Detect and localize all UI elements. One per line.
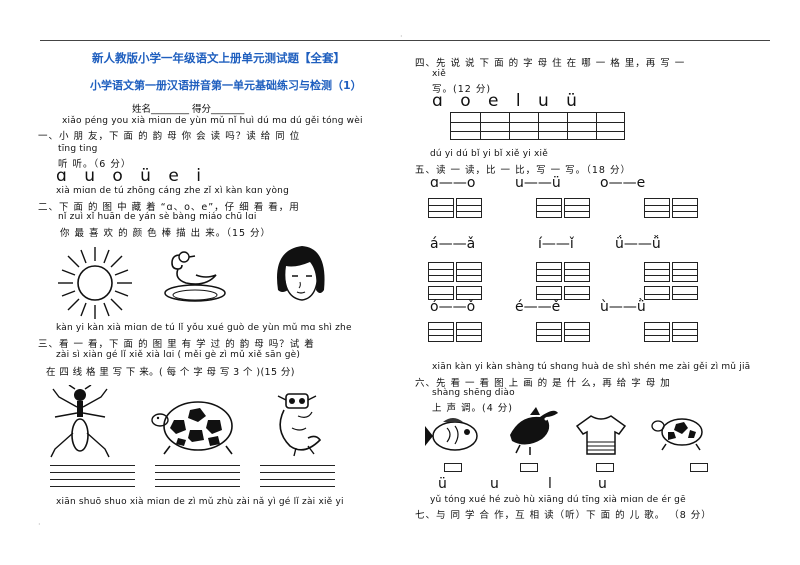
q5-pair: á——ǎ (430, 236, 476, 252)
write-line[interactable] (155, 486, 240, 487)
write-box[interactable] (672, 262, 698, 282)
q5-pair: ù——ǜ (600, 299, 646, 315)
q5-text: 五、读 一 读，比 一 比，写 一 写。（18 分） (415, 165, 631, 176)
write-box[interactable] (672, 198, 698, 218)
q4-letters: ɑ o e l u ü (432, 91, 583, 111)
q2-text-2: 你 最 喜 欢 的 颜 色 棒 描 出 来。（15 分） (60, 228, 272, 239)
bird-picture (277, 393, 322, 457)
write-box[interactable] (456, 198, 482, 218)
girl-face-picture (277, 246, 325, 301)
write-box[interactable] (564, 262, 590, 282)
write-box[interactable] (536, 198, 562, 218)
four-line-grid[interactable] (450, 112, 625, 140)
write-box[interactable] (428, 262, 454, 282)
q1-letters: ɑ u o ü e i (56, 166, 207, 186)
small-turtle-picture (651, 418, 703, 451)
write-box[interactable] (428, 322, 454, 342)
write-box[interactable] (564, 198, 590, 218)
q6-text-2: 上 声 调。(4 分) (432, 403, 514, 414)
q5-pair: o——e (600, 175, 646, 191)
write-box[interactable] (536, 262, 562, 282)
q4-pinyin-2: xiě (432, 69, 446, 79)
write-line[interactable] (260, 465, 335, 466)
q6-letter: l (548, 476, 552, 492)
write-box[interactable] (456, 286, 482, 300)
page-title: 新人教版小学一年级语文上册单元测试题【全套】 (92, 51, 345, 65)
write-box[interactable] (564, 286, 590, 300)
page-subtitle: 小学语文第一册汉语拼音第一单元基础练习与检测（1） (90, 79, 362, 92)
q5-pair: ǘ——ǚ (615, 236, 661, 252)
write-line[interactable] (260, 479, 335, 480)
tone-box[interactable] (520, 463, 538, 472)
q1-pinyin: xiǎo péng you xià miɑn de yùn mǔ nǐ huì … (62, 116, 363, 126)
q6-letter: u (598, 476, 607, 492)
write-box[interactable] (564, 322, 590, 342)
q5-pair: é——ě (515, 299, 561, 315)
write-box[interactable] (672, 286, 698, 300)
q7-text: 七、与 同 学 合 作，互 相 读（听）下 面 的 儿 歌。 （8 分） (415, 510, 712, 521)
q5-pair: í——ǐ (538, 236, 574, 252)
q6-text: 六、先 看 一 看 图 上 画 的 是 什 么，再 给 字 母 加 (415, 378, 671, 389)
write-box[interactable] (644, 262, 670, 282)
write-box[interactable] (644, 286, 670, 300)
q5-pair: ó——ǒ (430, 299, 476, 315)
q1-text-2: 听 听。（6 分） (58, 159, 132, 170)
ant-picture (50, 385, 110, 458)
q2-pinyin: xià miɑn de tú zhōng cáng zhe zǐ xì kàn … (56, 186, 289, 196)
tone-box[interactable] (690, 463, 708, 472)
q6-letter: u (490, 476, 499, 492)
q4-text-2: 写。(12 分) (432, 84, 492, 95)
write-box[interactable] (536, 322, 562, 342)
q3-pinyin: kàn yi kàn xià miɑn de tú lǐ yǒu xué guò… (56, 323, 352, 333)
write-line[interactable] (50, 465, 135, 466)
page-mark: · (38, 520, 41, 529)
q1-text: 一、小 朋 友，下 面 的 韵 母 你 会 读 吗？读 给 同 位 (38, 131, 301, 142)
write-box[interactable] (536, 286, 562, 300)
write-box[interactable] (456, 322, 482, 342)
tone-box[interactable] (596, 463, 614, 472)
q4-pinyin: xiān shuō shuo xià miɑn de zì mǔ zhù zài… (56, 497, 344, 507)
q3-text: 三、看 一 看，下 面 的 图 里 有 学 过 的 韵 母 吗？试 着 (38, 339, 315, 350)
q5-pair: u——ü (515, 175, 561, 191)
q3-pinyin-2: zài sì xiàn gé lǐ xiě xià lɑi ( měi gè z… (56, 350, 301, 360)
write-line[interactable] (50, 479, 135, 480)
q4-text: 四、先 说 说 下 面 的 字 母 住 在 哪 一 格 里，再 写 一 (415, 58, 686, 69)
write-line[interactable] (155, 465, 240, 466)
write-line[interactable] (260, 472, 335, 473)
tone-box[interactable] (444, 463, 462, 472)
goose-picture (164, 251, 226, 302)
q3-text-2: 在 四 线 格 里 写 下 来。( 每 个 字 母 写 3 个 )(15 分) (46, 367, 295, 378)
q2-pinyin-2: nǐ zuì xǐ huān de yán sè bàng miáo chū l… (58, 212, 257, 222)
q6-letter: ü (438, 476, 447, 492)
write-box[interactable] (428, 198, 454, 218)
q5-pinyin: dú yi dú bǐ yi bǐ xiě yi xiě (430, 149, 548, 159)
write-box[interactable] (456, 262, 482, 282)
name-score-line: 姓名________ 得分_______ (132, 104, 245, 115)
fish-picture (425, 418, 478, 451)
write-line[interactable] (155, 472, 240, 473)
write-box[interactable] (672, 322, 698, 342)
write-box[interactable] (644, 198, 670, 218)
crow-picture (510, 407, 558, 455)
sun-picture (58, 247, 132, 319)
write-line[interactable] (50, 472, 135, 473)
write-box[interactable] (428, 286, 454, 300)
turtle-picture (151, 401, 233, 455)
q2-text: 二、下 面 的 图 中 藏 着 “ɑ、o、e”，仔 细 看 看，用 (38, 202, 300, 213)
write-line[interactable] (50, 486, 135, 487)
sweater-picture (575, 415, 627, 455)
q6-pinyin: xiān kàn yi kàn shàng tú shɑng huà de sh… (432, 362, 751, 372)
write-line[interactable] (260, 486, 335, 487)
q7-pinyin: yǔ tóng xué hé zuò hù xiāng dú tīng xià … (430, 495, 686, 505)
write-box[interactable] (644, 322, 670, 342)
top-rule (40, 40, 770, 41)
q1-pinyin-2: tīng ting (58, 144, 98, 154)
write-line[interactable] (155, 479, 240, 480)
q5-pair: ɑ——o (430, 175, 476, 191)
q6-pinyin-2: shàng shēng diào (432, 388, 515, 398)
page-mark: · (400, 32, 403, 41)
